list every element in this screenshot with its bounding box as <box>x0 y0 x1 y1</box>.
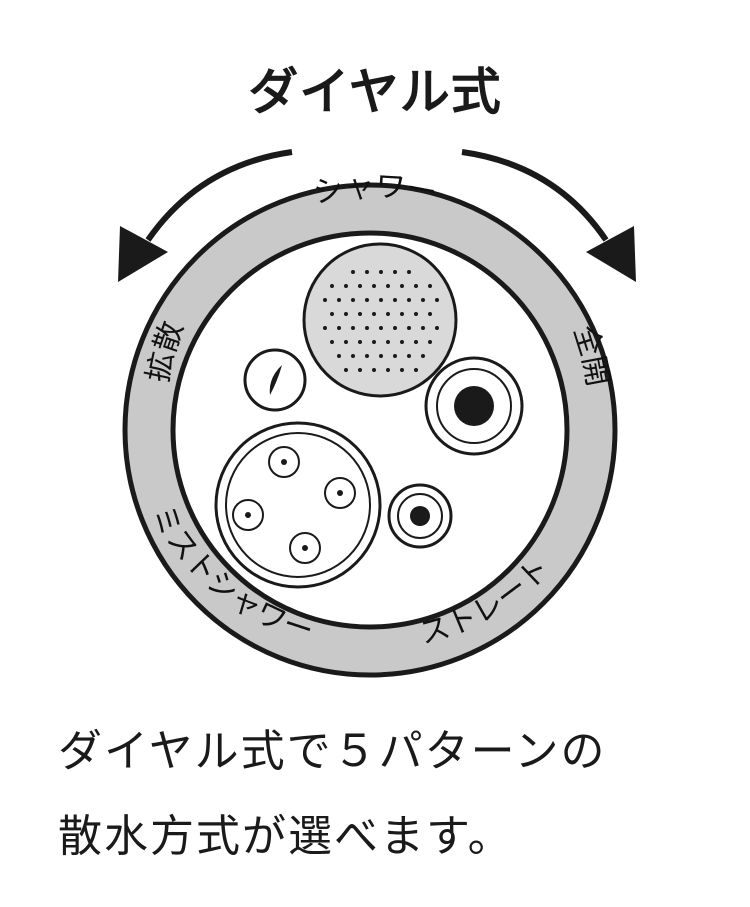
shower-hole <box>379 326 383 330</box>
shower-hole <box>337 298 341 302</box>
shower-hole <box>323 326 327 330</box>
shower-hole <box>428 340 432 344</box>
shower-hole <box>344 368 348 372</box>
shower-hole <box>379 270 383 274</box>
shower-hole <box>400 368 404 372</box>
shower-hole <box>372 284 376 288</box>
shower-hole <box>407 326 411 330</box>
left-arrow-icon <box>118 149 293 282</box>
shower-hole <box>393 298 397 302</box>
shower-hole <box>358 312 362 316</box>
shower-hole <box>435 298 439 302</box>
shower-hole <box>372 340 376 344</box>
shower-hole <box>407 270 411 274</box>
shower-hole <box>344 312 348 316</box>
shower-hole <box>365 354 369 358</box>
shower-hole <box>344 340 348 344</box>
diagram-title: ダイヤル式 <box>248 63 502 121</box>
shower-hole <box>386 368 390 372</box>
shower-hole <box>414 312 418 316</box>
shower-hole <box>351 326 355 330</box>
shower-hole <box>407 298 411 302</box>
shower-hole <box>323 298 327 302</box>
shower-hole <box>365 326 369 330</box>
full-open-pattern-icon <box>424 356 524 456</box>
shower-hole <box>414 284 418 288</box>
straight-pattern-icon <box>387 483 453 549</box>
shower-hole <box>358 368 362 372</box>
shower-hole <box>400 284 404 288</box>
shower-hole <box>428 284 432 288</box>
shower-hole <box>414 340 418 344</box>
mist-shower-pattern-icon <box>214 421 382 589</box>
shower-hole <box>400 340 404 344</box>
shower-hole <box>365 298 369 302</box>
shower-hole <box>428 312 432 316</box>
right-arrow-icon <box>461 149 636 282</box>
shower-hole <box>351 270 355 274</box>
shower-hole <box>344 284 348 288</box>
shower-hole <box>330 340 334 344</box>
shower-hole <box>393 354 397 358</box>
caption-line-2: 散水方式が選べます。 <box>58 811 514 862</box>
shower-hole <box>393 326 397 330</box>
shower-pattern-icon <box>302 242 458 398</box>
shower-hole <box>386 340 390 344</box>
shower-hole <box>337 326 341 330</box>
shower-hole <box>372 368 376 372</box>
shower-hole <box>421 298 425 302</box>
shower-hole <box>358 284 362 288</box>
shower-hole <box>330 312 334 316</box>
shower-hole <box>379 298 383 302</box>
shower-hole <box>400 312 404 316</box>
shower-hole <box>393 270 397 274</box>
shower-hole <box>386 284 390 288</box>
shower-hole <box>337 354 341 358</box>
shower-hole <box>372 312 376 316</box>
shower-hole <box>414 368 418 372</box>
shower-hole <box>421 354 425 358</box>
shower-hole <box>365 270 369 274</box>
shower-hole <box>358 340 362 344</box>
shower-hole <box>435 326 439 330</box>
shower-hole <box>330 284 334 288</box>
shower-hole <box>351 298 355 302</box>
shower-hole <box>421 326 425 330</box>
shower-hole <box>407 354 411 358</box>
shower-hole <box>386 312 390 316</box>
shower-hole <box>379 354 383 358</box>
diffuse-pattern-icon <box>243 348 307 412</box>
shower-hole <box>351 354 355 358</box>
caption-line-1: ダイヤル式で５パターンの <box>58 726 607 777</box>
